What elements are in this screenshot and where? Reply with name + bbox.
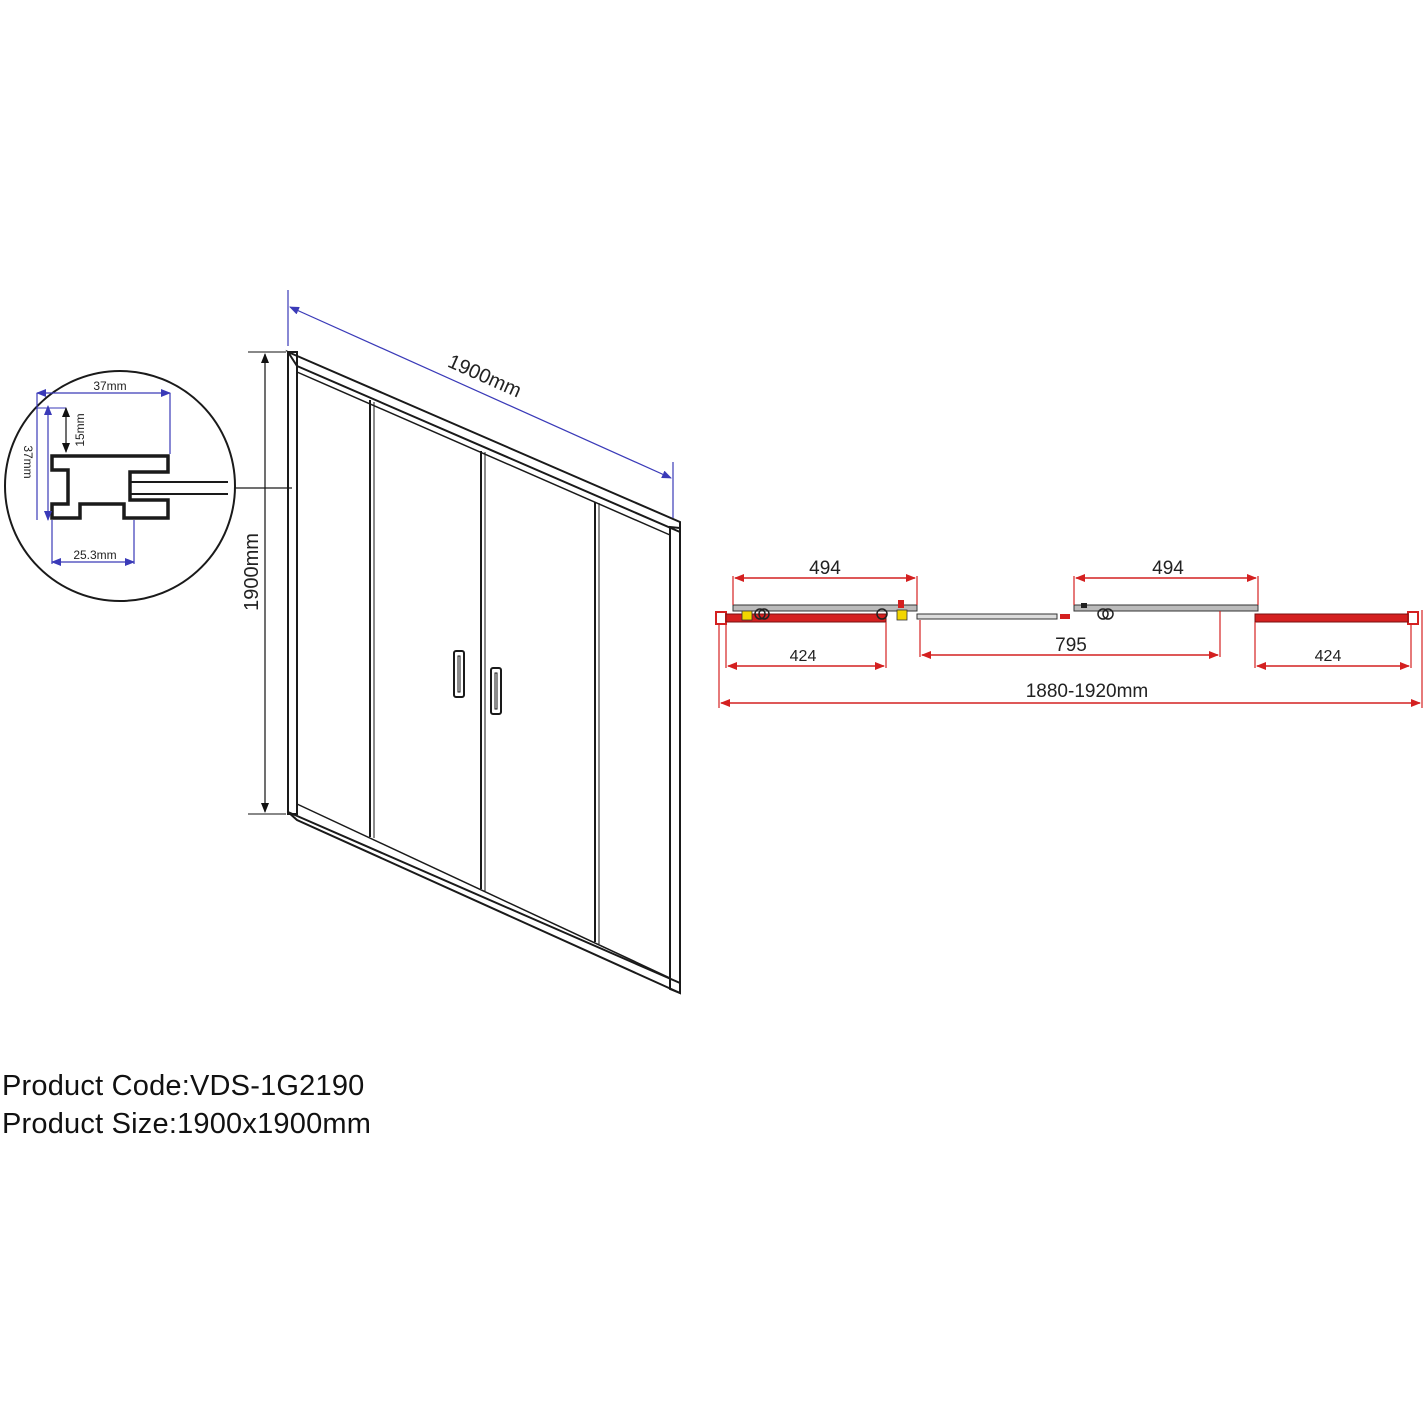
- left-sliding-width-label: 494: [809, 558, 841, 579]
- profile-height-label: 37mm: [21, 445, 35, 478]
- center-seal: [896, 609, 908, 621]
- total-width-range-label: 1880-1920mm: [1026, 681, 1149, 702]
- right-end-profile: [669, 525, 681, 995]
- height-dimension: 1900mm: [241, 351, 286, 815]
- profile-cross-section: [50, 454, 170, 520]
- product-size-line: Product Size:1900x1900mm: [2, 1108, 372, 1140]
- product-code-line: Product Code:VDS-1G2190: [2, 1070, 365, 1102]
- profile-detail: 37mm 37mm 15mm 25.3mm: [4, 370, 236, 602]
- left-seal: [741, 610, 753, 621]
- height-label: 1900mm: [241, 533, 263, 611]
- left-fixed-width-label: 424: [790, 648, 817, 665]
- profile-inner-depth-label: 15mm: [73, 413, 87, 446]
- left-wall-cap: [715, 611, 727, 625]
- profile-top-width-label: 37mm: [93, 379, 126, 393]
- shower-door-perspective: [285, 349, 681, 995]
- top-view-diagram: 494 494 424 795 424 1880-1920mm: [715, 558, 1423, 708]
- center-track: [916, 613, 1058, 620]
- right-fixed-width-label: 424: [1315, 648, 1342, 665]
- left-door-handle: [453, 650, 465, 698]
- left-sliding-panel: [732, 604, 918, 612]
- left-wall-profile: [287, 351, 298, 815]
- right-wall-cap: [1407, 611, 1419, 625]
- right-fixed-panel: [1254, 613, 1409, 623]
- right-door-handle: [490, 667, 502, 715]
- center-opening-label: 795: [1055, 635, 1087, 656]
- right-sliding-panel: [1073, 604, 1259, 612]
- bottom-rail: [287, 811, 681, 995]
- profile-bottom-width-label: 25.3mm: [73, 548, 116, 562]
- right-sliding-width-label: 494: [1152, 558, 1184, 579]
